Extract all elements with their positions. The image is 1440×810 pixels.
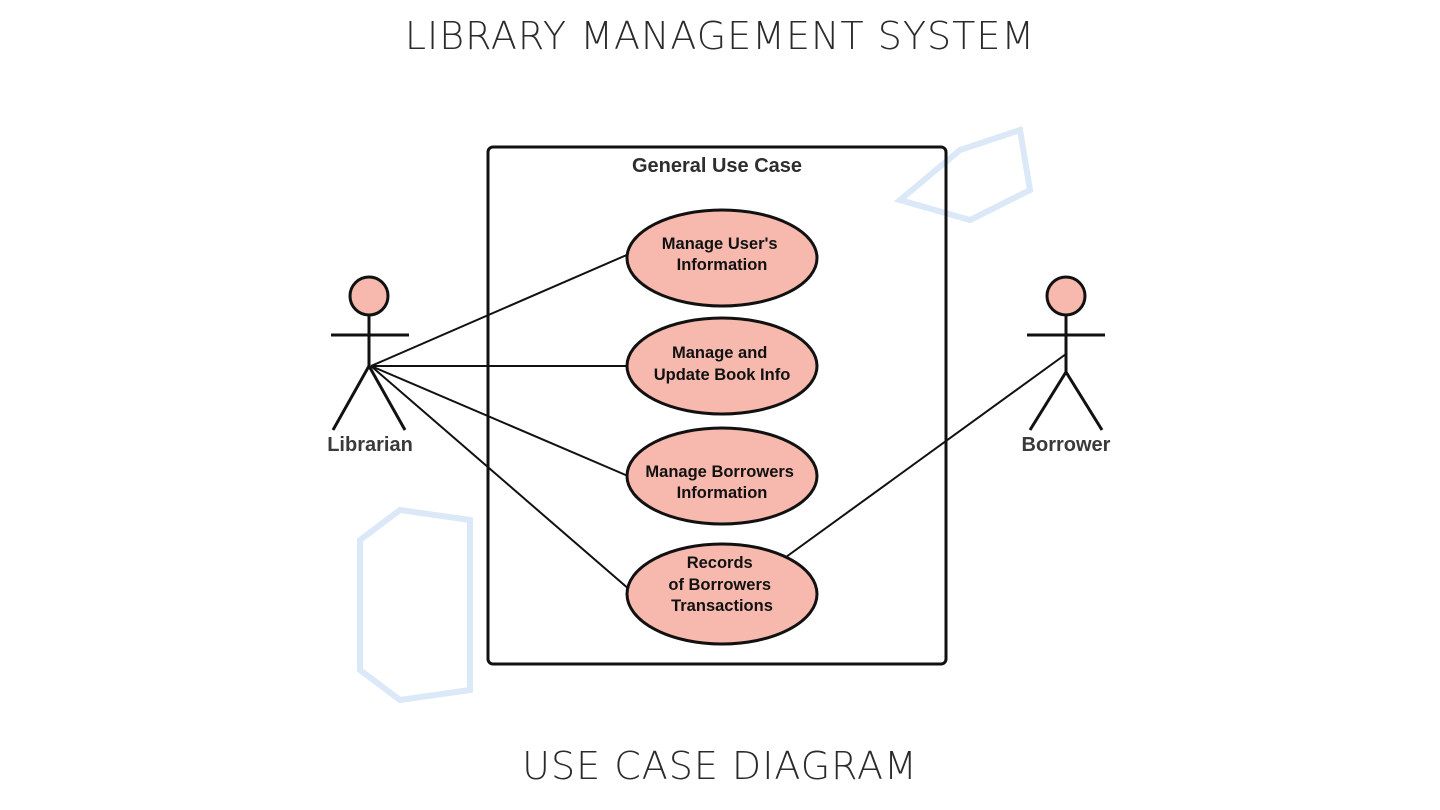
use-case-label: Records <box>687 554 753 572</box>
svg-text:Manage User's Informat: Manage User's Information <box>662 235 782 274</box>
use-case-1[interactable]: Manage User's Information <box>625 208 819 308</box>
actor-left-leg <box>1028 371 1068 431</box>
association-borrower-uc4 <box>785 353 1067 558</box>
use-case-2[interactable]: Manage and Update Book Info <box>625 316 819 416</box>
use-case-label: Manage and <box>672 344 767 362</box>
use-case-label: Manage Borrowers <box>645 463 794 481</box>
association-librarian-uc4 <box>370 365 631 591</box>
use-case-label: Information <box>677 484 768 502</box>
use-case-ellipse <box>625 208 819 308</box>
actor-label-borrower: Borrower <box>1022 434 1111 456</box>
diagram-caption: USE CASE DIAGRAM <box>522 744 918 788</box>
actor-borrower[interactable] <box>1027 275 1105 431</box>
system-boundary <box>486 145 948 666</box>
actor-head <box>1045 275 1087 317</box>
system-title: General Use Case <box>632 155 802 177</box>
page-title: LIBRARY MANAGEMENT SYSTEM <box>404 14 1036 58</box>
actor-head <box>348 275 390 317</box>
use-case-ellipse <box>625 316 819 416</box>
use-case-label: Manage User's <box>662 235 778 253</box>
use-case-3[interactable]: Manage Borrowers Information <box>625 426 819 526</box>
association-librarian-uc3 <box>370 365 629 477</box>
use-case-label: Update Book Info <box>654 366 791 384</box>
use-case-label: Information <box>677 256 768 274</box>
use-case-label: of Borrowers <box>668 576 771 594</box>
associations <box>370 253 1067 591</box>
actor-label-librarian: Librarian <box>327 434 413 456</box>
use-case-ellipse <box>625 426 819 526</box>
actor-librarian[interactable] <box>331 275 409 431</box>
use-case-4[interactable]: Records of Borrowers Transactions <box>625 542 819 646</box>
svg-text:Manage Borrowers Infor: Manage Borrowers Information <box>645 463 798 502</box>
actor-right-leg <box>1064 371 1104 431</box>
actor-left-leg <box>331 365 371 431</box>
use-case-ellipse <box>625 542 819 646</box>
actor-right-leg <box>367 365 407 431</box>
svg-text:Records of Borrowers: Records of Borrowers Transactions <box>668 554 775 615</box>
svg-text:Manage and Update Book: Manage and Update Book Info <box>654 344 791 384</box>
association-librarian-uc1 <box>370 253 630 367</box>
watermark-logo <box>357 126 1034 704</box>
use-case-label: Transactions <box>671 597 773 615</box>
